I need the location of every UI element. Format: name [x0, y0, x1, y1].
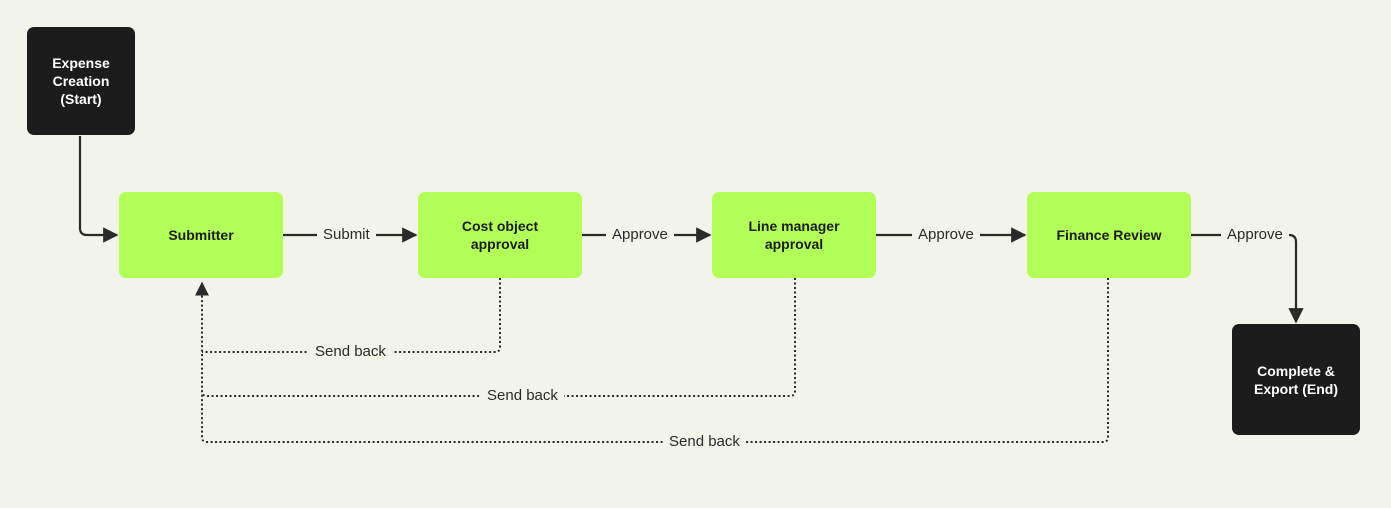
node-cost-object-label: Cost object approval — [461, 218, 539, 252]
edge-label-approve-2: Approve — [912, 226, 980, 244]
node-line-manager-label: Line manager approval — [748, 218, 840, 252]
node-complete-export: Complete & Export (End) — [1232, 324, 1360, 435]
node-finance-review: Finance Review — [1027, 192, 1191, 278]
edge-label-approve-3: Approve — [1221, 226, 1289, 244]
edge-label-send-back-1: Send back — [309, 343, 392, 361]
edge-label-send-back-3: Send back — [663, 433, 746, 451]
edge-start-to-submitter — [78, 136, 119, 243]
node-line-manager-approval: Line manager approval — [712, 192, 876, 278]
edge-label-approve-1: Approve — [606, 226, 674, 244]
node-expense-creation-label: Expense Creation (Start) — [52, 55, 110, 107]
node-finance-review-label: Finance Review — [1056, 227, 1162, 243]
node-submitter: Submitter — [119, 192, 283, 278]
edge-send-back-1 — [202, 278, 501, 353]
node-expense-creation: Expense Creation (Start) — [27, 27, 135, 135]
edge-approve-3 — [1191, 233, 1304, 324]
edge-label-submit: Submit — [317, 226, 376, 244]
edge-label-send-back-2: Send back — [481, 387, 564, 405]
node-cost-object-approval: Cost object approval — [418, 192, 582, 278]
node-complete-label: Complete & Export (End) — [1254, 362, 1338, 397]
node-submitter-label: Submitter — [168, 227, 234, 243]
edge-send-back-2 — [201, 278, 796, 397]
